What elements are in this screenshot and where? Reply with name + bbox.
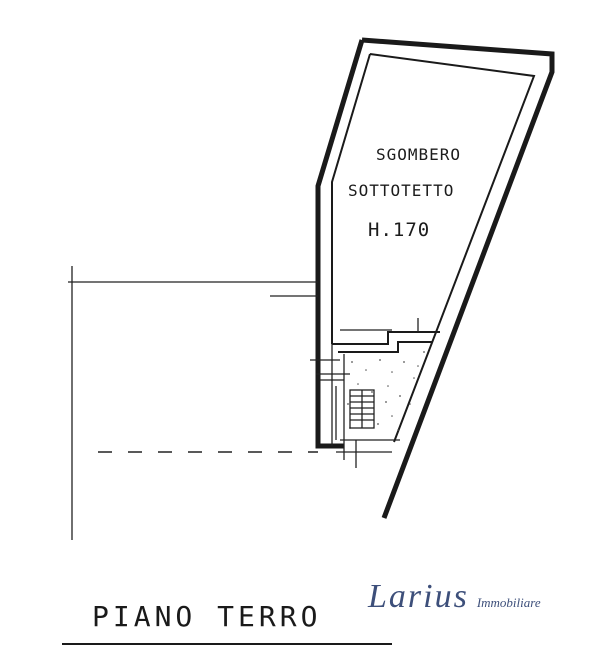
- room-inner-wall: [369, 53, 536, 443]
- stair-symbol: [349, 389, 375, 429]
- landing-wall: [332, 331, 440, 345]
- room-left-outer-wall: [315, 39, 365, 356]
- room-left-inner-wall: [331, 53, 371, 344]
- brand-logo: Larius Immobiliare: [368, 578, 541, 616]
- brand-name: Larius: [368, 578, 469, 615]
- brand-subtitle: Immobiliare: [476, 595, 541, 610]
- floor-title-underline: [62, 643, 392, 645]
- room-label-line2: SOTTOTETTO: [348, 181, 454, 200]
- room-label-line1: SGOMBERO: [376, 145, 461, 164]
- landing-inner-wall: [338, 341, 432, 353]
- room-outer-wall: [361, 37, 555, 519]
- floor-title: PIANO TERRO: [92, 600, 322, 633]
- landing-left-wall: [315, 356, 344, 449]
- room-height-label: H.170: [368, 219, 430, 241]
